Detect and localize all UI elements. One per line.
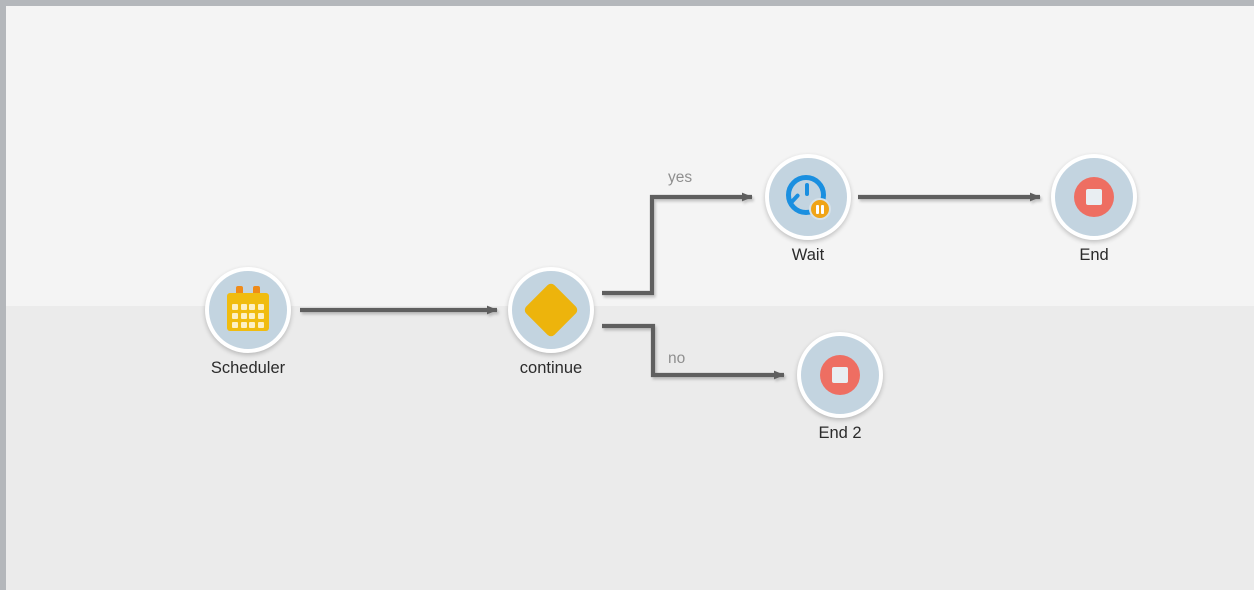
- stop-icon: [1070, 173, 1118, 221]
- node-wait-shape[interactable]: [765, 154, 851, 240]
- node-end-label: End: [1079, 246, 1109, 264]
- node-end2-label: End 2: [818, 424, 862, 442]
- pause-badge-icon: [809, 198, 831, 220]
- edge-label-no: no: [668, 350, 686, 367]
- node-continue-shape[interactable]: [508, 267, 594, 353]
- node-scheduler-label: Scheduler: [210, 359, 286, 377]
- node-continue[interactable]: continue: [508, 267, 594, 377]
- canvas-band-lower: [6, 306, 1254, 590]
- node-wait[interactable]: Wait: [765, 154, 851, 264]
- node-scheduler-shape[interactable]: [205, 267, 291, 353]
- node-end2-shape[interactable]: [797, 332, 883, 418]
- node-end2[interactable]: End 2: [797, 332, 883, 442]
- edge-label-yes: yes: [668, 169, 693, 186]
- node-end[interactable]: End: [1051, 154, 1137, 264]
- calendar-icon: [224, 286, 272, 334]
- node-continue-label: continue: [519, 359, 583, 377]
- node-end-shape[interactable]: [1051, 154, 1137, 240]
- clock-pause-icon: [784, 173, 832, 221]
- node-wait-label: Wait: [791, 246, 825, 264]
- node-scheduler[interactable]: Scheduler: [205, 267, 291, 377]
- stop-icon: [816, 351, 864, 399]
- diamond-decision-icon: [522, 281, 580, 339]
